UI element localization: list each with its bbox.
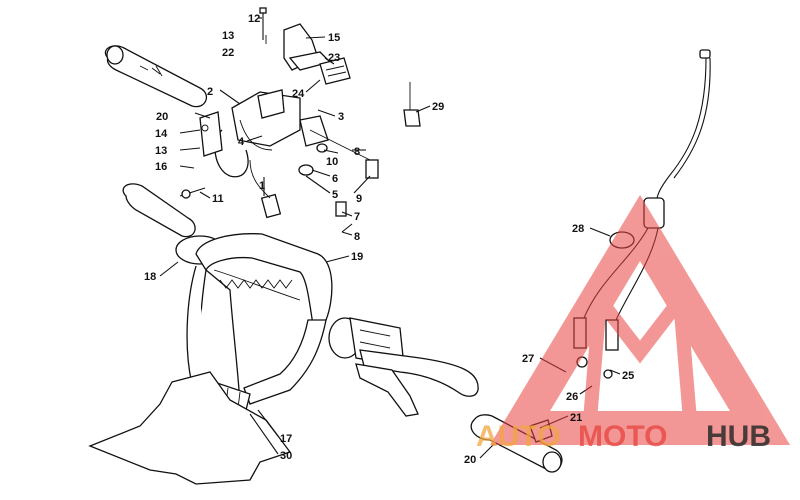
callout-22: 22	[222, 47, 234, 59]
handlebar-19	[122, 183, 333, 411]
callout-labels: 12 13 22 15 23 24 2 3 20 14 13 16 11 4 1…	[144, 13, 634, 466]
clip-29	[403, 82, 421, 127]
callout-20-right: 20	[464, 454, 476, 466]
watermark-text-moto: MOTO	[578, 420, 667, 453]
watermark-text-auto: AUTO	[476, 420, 560, 453]
switch-23	[319, 57, 351, 85]
watermark-triangle-icon	[489, 194, 791, 445]
callout-24: 24	[292, 88, 305, 100]
callout-19: 19	[351, 251, 363, 263]
callout-18: 18	[144, 271, 156, 283]
callout-9: 9	[356, 193, 362, 205]
callout-16: 16	[155, 161, 167, 173]
callout-7: 7	[354, 211, 360, 223]
callout-14: 14	[155, 128, 168, 140]
callout-25: 25	[622, 370, 634, 382]
left-grip	[104, 45, 208, 108]
callout-13-top: 13	[222, 30, 234, 42]
watermark-inner-shape	[582, 281, 698, 427]
throttle-assembly	[328, 317, 479, 417]
leader-lines	[159, 17, 621, 459]
lever-15	[259, 7, 332, 71]
callout-28: 28	[572, 223, 584, 235]
watermark-text-hub: HUB	[706, 420, 771, 453]
callout-3: 3	[338, 111, 344, 123]
callout-2: 2	[207, 86, 213, 98]
callout-12: 12	[248, 13, 260, 25]
callout-23: 23	[328, 52, 340, 64]
automotohub-watermark	[489, 194, 791, 445]
callout-8-bottom: 8	[354, 231, 360, 243]
callout-5: 5	[332, 189, 338, 201]
callout-6: 6	[332, 173, 338, 185]
callout-30: 30	[280, 450, 292, 462]
mat-30	[88, 371, 292, 485]
callout-20-left: 20	[156, 111, 168, 123]
mount-bracket	[199, 111, 223, 157]
callout-4: 4	[238, 136, 245, 148]
switch-housing	[214, 89, 379, 219]
callout-10: 10	[326, 156, 338, 168]
callout-13-left: 13	[155, 145, 167, 157]
watermark-text: AUTO MOTO HUB	[476, 420, 771, 453]
callout-29: 29	[432, 101, 444, 113]
callout-26: 26	[566, 391, 578, 403]
callout-17: 17	[280, 433, 292, 445]
callout-1: 1	[259, 180, 265, 192]
callout-27: 27	[522, 353, 534, 365]
callout-21: 21	[570, 412, 582, 424]
screw-11	[179, 187, 206, 199]
callout-15: 15	[328, 32, 340, 44]
callout-8-top: 8	[354, 146, 360, 158]
callout-11: 11	[212, 193, 224, 205]
